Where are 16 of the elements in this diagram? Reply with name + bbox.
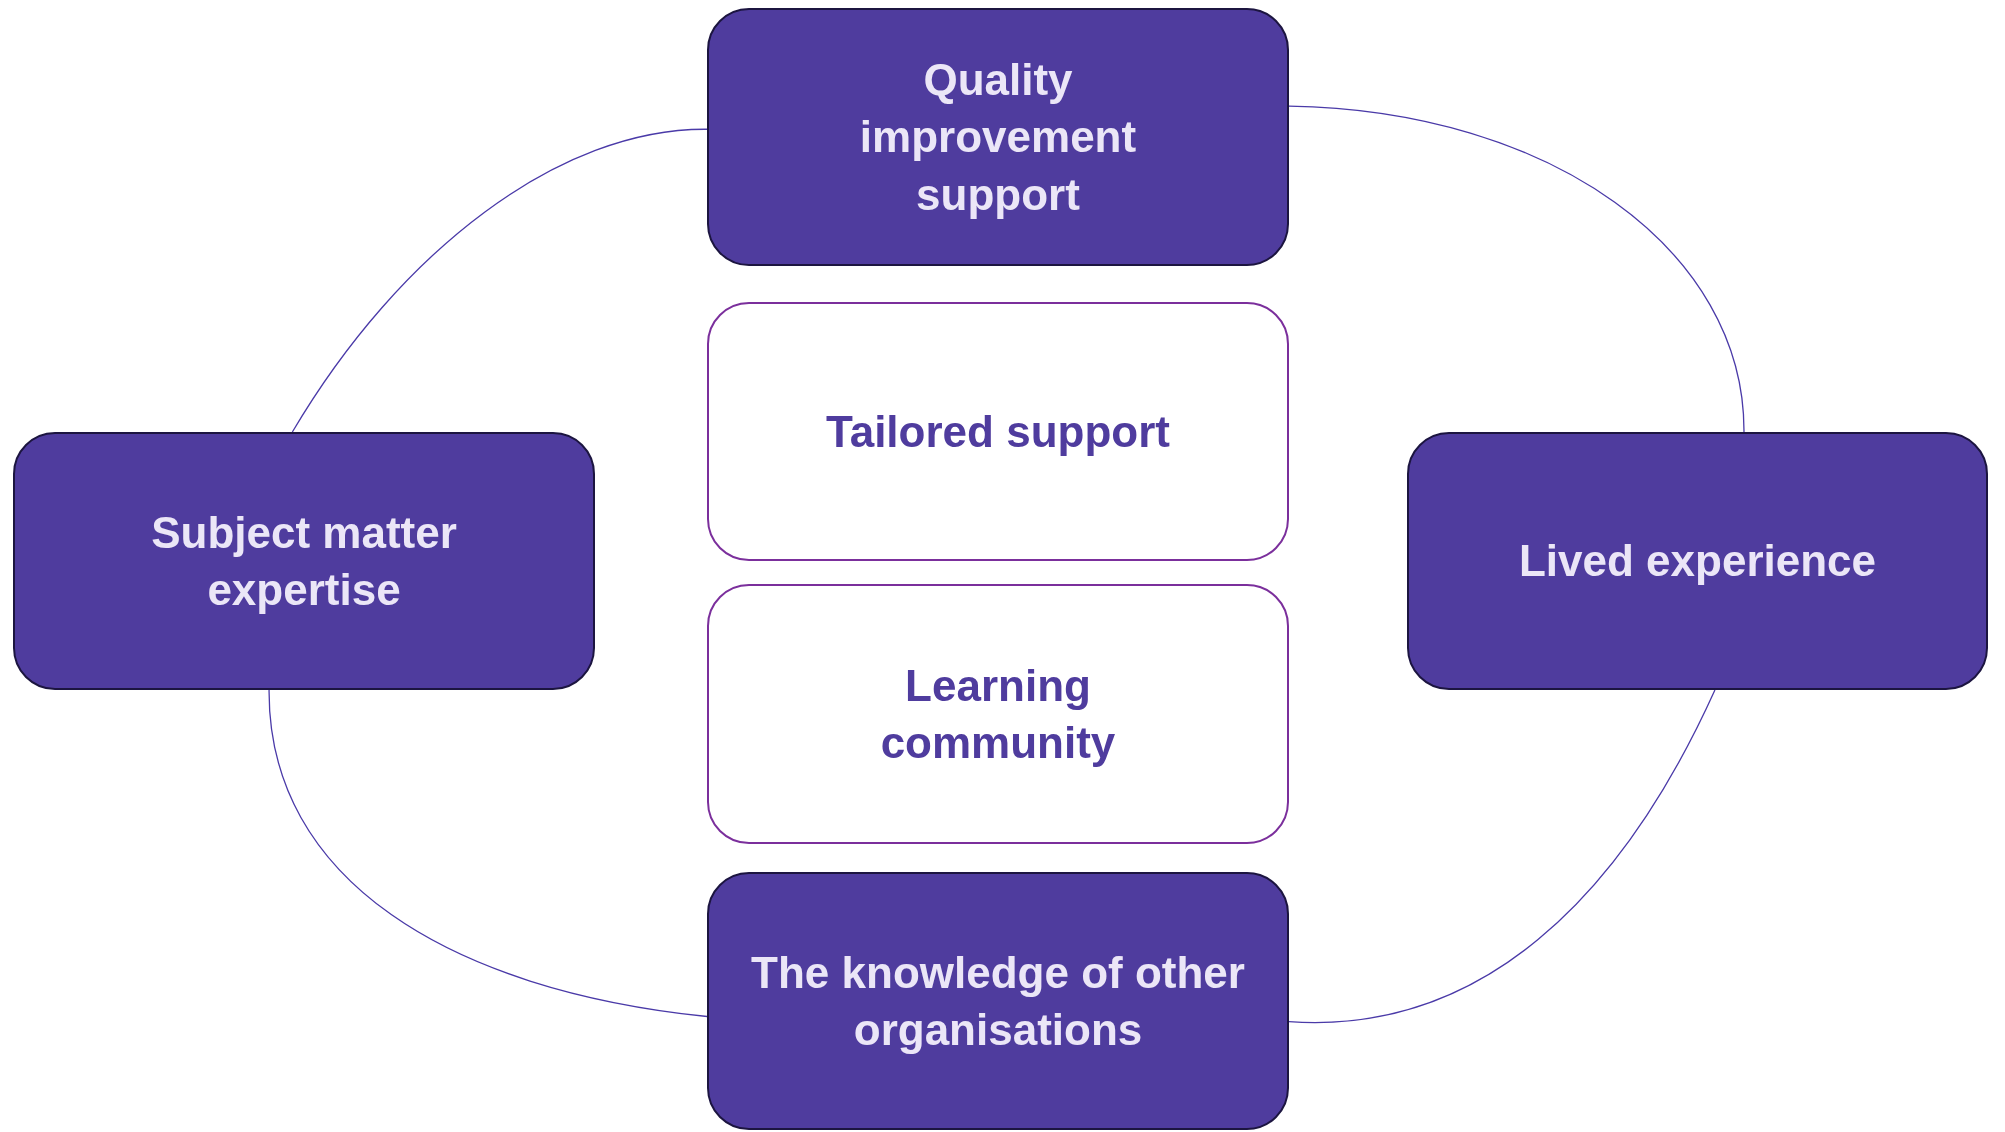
- connector-line: [1288, 689, 1716, 1023]
- box-label: Subject matter expertise: [150, 506, 458, 616]
- box-label: Tailored support: [826, 405, 1170, 458]
- box-label: Quality improvement support: [858, 54, 1138, 221]
- filled-box: [707, 872, 1289, 1130]
- filled-box: [13, 432, 595, 690]
- connector-line: [1288, 105, 1745, 433]
- box-label: The knowledge of other organisations: [750, 946, 1246, 1056]
- connector-line: [268, 689, 708, 1018]
- connector-line: [291, 128, 708, 433]
- filled-box: [1407, 432, 1988, 690]
- box-label: Lived experience: [1518, 535, 1877, 588]
- box-label: Learning community: [879, 659, 1117, 769]
- outlined-box: [707, 302, 1289, 561]
- filled-box: [707, 8, 1289, 266]
- outlined-box: [707, 584, 1289, 844]
